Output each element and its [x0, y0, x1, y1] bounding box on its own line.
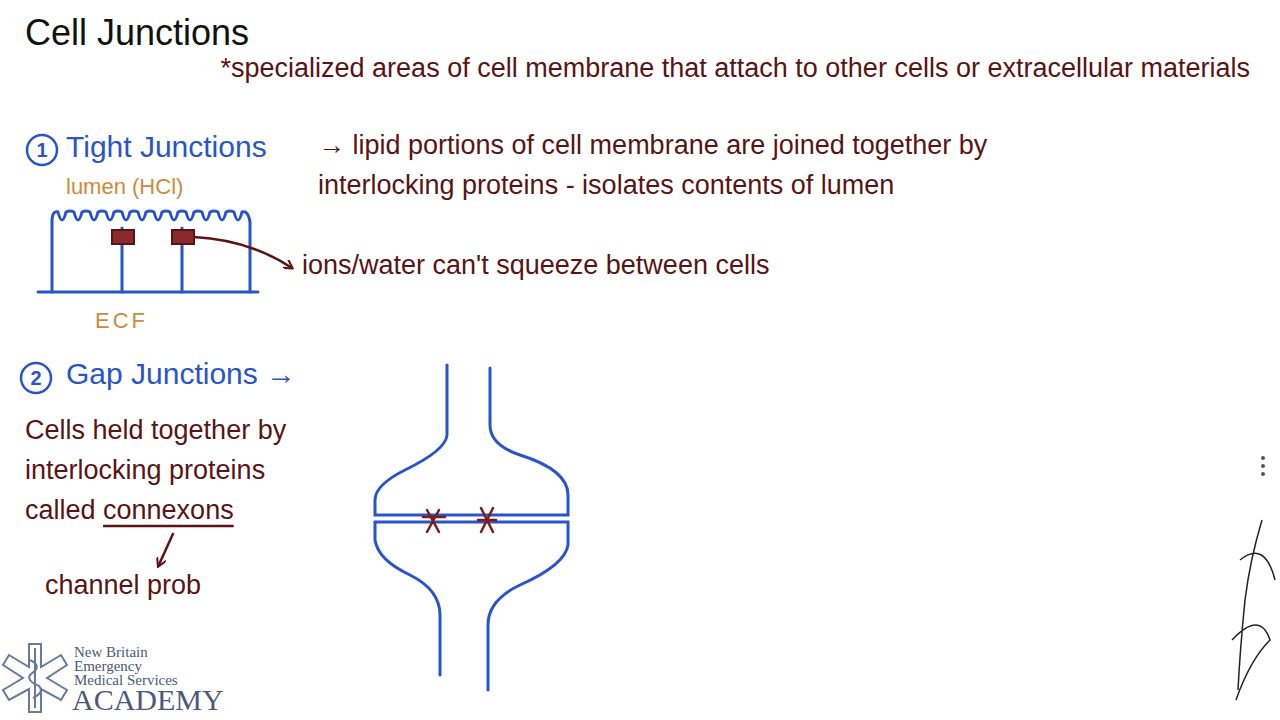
down-arrow: [158, 533, 173, 566]
section-heading: Tight Junctions: [66, 130, 267, 164]
callout-number: 2: [21, 363, 51, 393]
note: *specialized areas of cell membrane that…: [25, 50, 1250, 86]
number-circle: [27, 135, 57, 165]
logo-star: [3, 644, 67, 712]
description: → lipid portions of cell membrane are jo…: [318, 125, 1078, 205]
menu-dots: [1261, 456, 1265, 476]
logo-text: Emergency: [74, 659, 142, 673]
logo-text: New Britain: [74, 645, 148, 659]
tight-junction-protein: [112, 230, 134, 244]
logo-text: ACADEMY: [72, 685, 224, 715]
description: channel prob: [45, 570, 201, 601]
epithelium-drawing: [38, 211, 258, 292]
signature: [1232, 520, 1275, 700]
description: Cells held together by interlocking prot…: [25, 410, 330, 530]
callout-number: 1: [27, 135, 57, 165]
gap-junction-cells: [375, 365, 568, 690]
region-label: ECF: [95, 308, 148, 334]
leader-arrow: [194, 237, 292, 268]
tight-junction-protein: [172, 230, 194, 244]
number-circle: [21, 363, 51, 393]
title: Cell Junctions: [25, 12, 249, 54]
section-heading: Gap Junctions →: [66, 357, 296, 391]
underline: [103, 525, 234, 528]
region-label: lumen (HCl): [66, 174, 183, 200]
connexon-mark: [423, 508, 496, 532]
description: ions/water can't squeeze between cells: [302, 250, 769, 281]
